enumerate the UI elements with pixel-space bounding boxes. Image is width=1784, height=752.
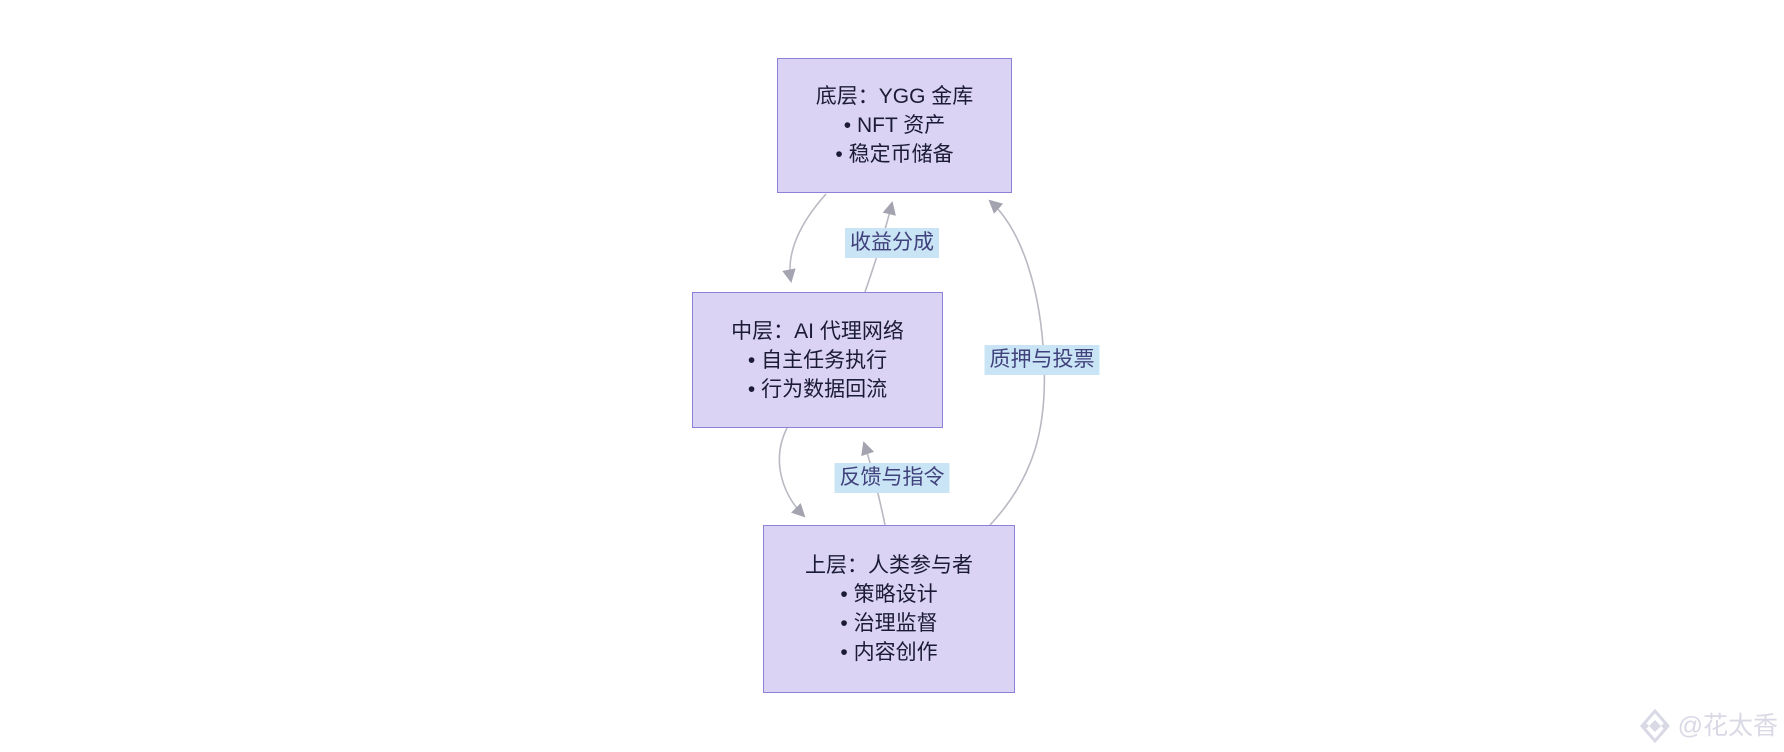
watermark-handle: @花太香 bbox=[1677, 712, 1778, 740]
node-top-layer-human-participants: 上层：人类参与者 • 策略设计 • 治理监督 • 内容创作 bbox=[763, 525, 1015, 693]
node-title: 底层：YGG 金库 bbox=[815, 85, 974, 108]
node-bottom-layer-ygg-treasury: 底层：YGG 金库 • NFT 资产 • 稳定币储备 bbox=[777, 58, 1012, 193]
node-bullet: • NFT 资产 bbox=[843, 114, 946, 137]
diamond-logo-icon bbox=[1639, 708, 1670, 744]
node-bullet: • 稳定币储备 bbox=[835, 143, 954, 166]
node-title: 上层：人类参与者 bbox=[805, 554, 973, 577]
node-middle-layer-ai-agent-network: 中层：AI 代理网络 • 自主任务执行 • 行为数据回流 bbox=[692, 292, 943, 428]
edge-treasury-to-agents bbox=[782, 193, 827, 284]
edge-label-stake-and-vote: 质押与投票 bbox=[984, 345, 1100, 375]
edge-label-revenue-share: 收益分成 bbox=[845, 228, 939, 258]
watermark: @花太香 bbox=[1639, 708, 1778, 744]
edge-agents-to-humans bbox=[778, 427, 806, 518]
node-title: 中层：AI 代理网络 bbox=[731, 319, 904, 343]
node-bullet: • 内容创作 bbox=[840, 641, 938, 664]
node-bullet: • 治理监督 bbox=[840, 612, 938, 635]
node-bullet: • 策略设计 bbox=[840, 583, 938, 606]
node-bullet: • 行为数据回流 bbox=[747, 377, 888, 401]
edge-label-feedback-and-commands: 反馈与指令 bbox=[834, 463, 950, 493]
node-bullet: • 自主任务执行 bbox=[747, 348, 888, 372]
